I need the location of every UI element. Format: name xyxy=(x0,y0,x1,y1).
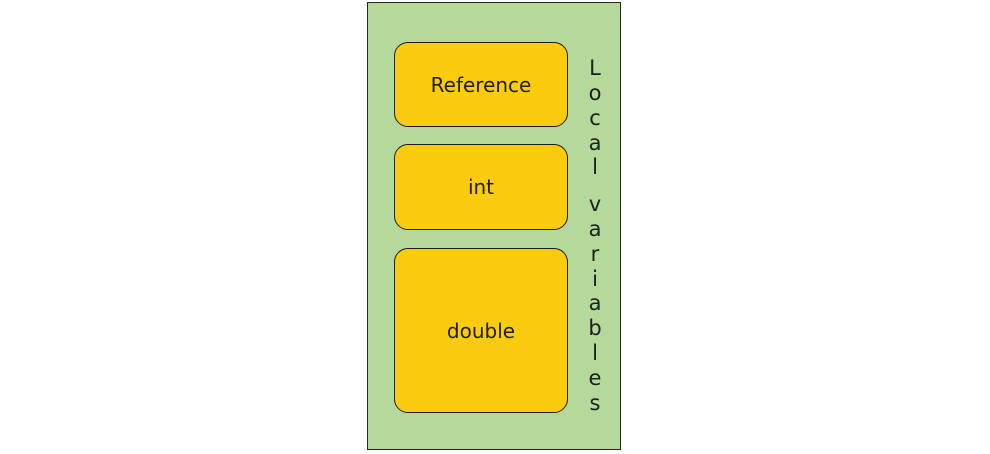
reference-slot-label: Reference xyxy=(430,72,532,97)
reference-slot: Reference xyxy=(394,42,568,127)
int-slot: int xyxy=(394,144,568,230)
double-slot: double xyxy=(394,248,568,413)
double-slot-label: double xyxy=(446,318,516,343)
int-slot-label: int xyxy=(467,175,495,199)
